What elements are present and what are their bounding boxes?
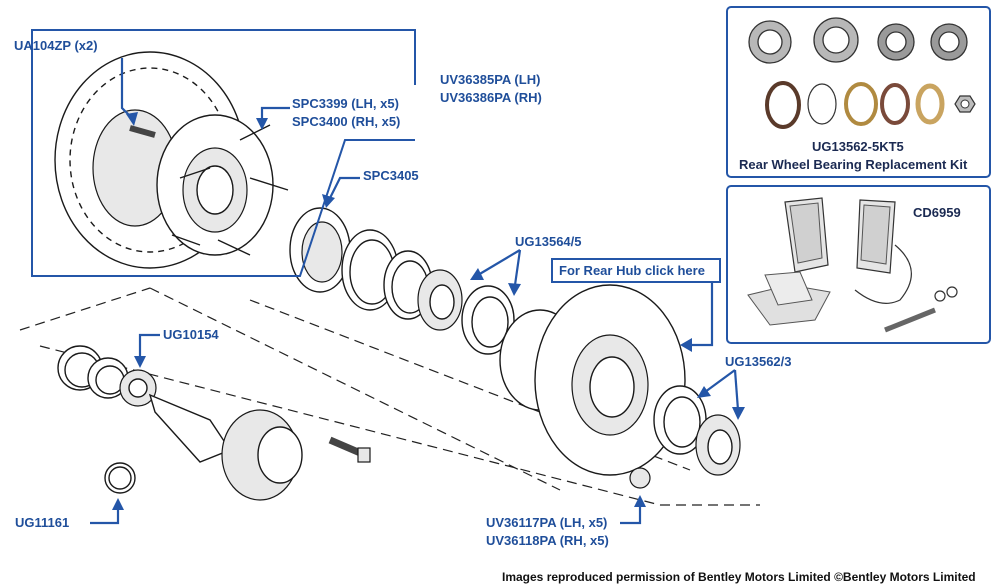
callout-ug11161: UG11161 — [15, 515, 69, 530]
disc-screw — [129, 125, 156, 138]
callout-uv36385pa: UV36385PA (LH) — [440, 72, 540, 87]
bearing-kit-box[interactable]: UG13562-5KT5 Rear Wheel Bearing Replacem… — [726, 6, 991, 178]
callout-uv36118pa: UV36118PA (RH, x5) — [486, 533, 609, 548]
kit-bearing-2 — [813, 17, 859, 63]
callout-uv36117pa: UV36117PA (LH, x5) — [486, 515, 607, 530]
wheel-nut — [629, 467, 651, 489]
kit-part-number[interactable]: UG13562-5KT5 — [812, 139, 904, 154]
callout-ua104zp: UA104ZP (x2) — [14, 38, 98, 53]
wheel-studs — [171, 124, 289, 256]
pads-part-number[interactable]: CD6959 — [913, 205, 961, 220]
brake-pad-1 — [784, 197, 829, 273]
brake-pad-2 — [856, 199, 896, 274]
disc-callout-frame — [31, 29, 416, 277]
leader-lines — [90, 58, 745, 525]
callout-ug10154: UG10154 — [163, 327, 219, 342]
kit-hex-nut — [954, 95, 976, 113]
kit-seal-2 — [844, 82, 878, 126]
snap-ring-ug11161 — [104, 462, 136, 494]
drive-shaft — [148, 393, 303, 501]
locknut-ug10154 — [119, 369, 157, 407]
callout-ug13564: UG13564/5 — [515, 234, 582, 249]
callout-uv36386pa: UV36386PA (RH) — [440, 90, 542, 105]
rear-hub — [499, 284, 686, 476]
callout-ug13562-3: UG13562/3 — [725, 354, 792, 369]
bearing-cup-outer — [653, 385, 707, 455]
pad-retaining-pin — [884, 307, 936, 333]
bearing-cone-outer — [695, 414, 741, 476]
bearing-cup-inner — [461, 285, 515, 355]
shaft-bolt — [328, 436, 371, 463]
rear-hub-link-label[interactable]: For Rear Hub click here — [559, 263, 705, 278]
kit-seal-1 — [765, 81, 801, 129]
brake-pad-box[interactable]: CD6959 — [726, 185, 991, 344]
kit-seal-3 — [880, 83, 910, 125]
brake-disc — [54, 51, 274, 269]
callout-spc3405: SPC3405 — [363, 168, 419, 183]
kit-bearing-4 — [930, 23, 968, 61]
kit-bearing-3 — [877, 23, 915, 61]
rear-hub-link[interactable]: For Rear Hub click here — [551, 258, 721, 283]
kit-oring — [807, 83, 837, 125]
callout-spc3399: SPC3399 (LH, x5) — [292, 96, 399, 111]
seal-spc3405 — [289, 207, 351, 293]
kit-thrust-washer — [915, 83, 945, 125]
pad-wear-sensor-wire — [854, 244, 912, 304]
bearing-cone-inner — [417, 269, 463, 331]
image-credit: Images reproduced permission of Bentley … — [502, 570, 976, 584]
kit-title[interactable]: Rear Wheel Bearing Replacement Kit — [739, 157, 968, 172]
pad-washers — [934, 286, 958, 302]
anti-squeal-shim — [747, 271, 831, 326]
callout-spc3400: SPC3400 (RH, x5) — [292, 114, 400, 129]
kit-bearing-1 — [748, 20, 792, 64]
